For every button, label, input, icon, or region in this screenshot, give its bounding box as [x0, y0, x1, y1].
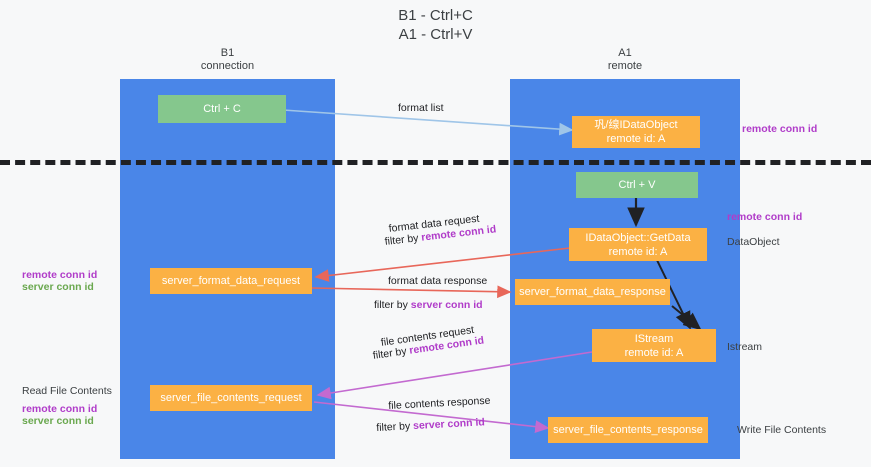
page-title: B1 - Ctrl+C A1 - Ctrl+V — [398, 7, 473, 43]
label-left-remote-conn-id: remote conn id — [22, 269, 98, 281]
arrow-label-file-contents-response-filter: filter by server conn id — [376, 415, 485, 435]
arrow-label-file-contents-response: file contents response — [388, 394, 491, 412]
box-istream[interactable]: IStream remote id: A — [592, 329, 716, 362]
arrow-label-format-list: format list — [398, 102, 444, 114]
box-server-format-data-request[interactable]: server_format_data_request — [150, 268, 312, 294]
label-remote-conn-id-mid: remote conn id — [727, 211, 803, 223]
filter-prefix: filter by — [384, 231, 423, 248]
filter-value: server conn id — [412, 416, 486, 433]
phase-divider — [0, 160, 871, 165]
box-ctrl-c[interactable]: Ctrl + C — [158, 95, 286, 123]
filter-prefix: filter by — [376, 420, 414, 434]
lane-header-b1: B1 connection — [200, 47, 255, 72]
box-server-file-contents-response[interactable]: server_file_contents_response — [548, 417, 708, 443]
box-ctrl-v[interactable]: Ctrl + V — [576, 172, 698, 198]
label-remote-conn-id-top: remote conn id — [742, 123, 818, 135]
box-getdata[interactable]: IDataObject::GetData remote id: A — [569, 228, 707, 261]
label-left-server-conn-id-2: server conn id — [22, 415, 94, 427]
label-dataobject: DataObject — [727, 236, 780, 248]
box-server-file-contents-request[interactable]: server_file_contents_request — [150, 385, 312, 411]
label-left-server-conn-id: server conn id — [22, 281, 94, 293]
lane-header-a1: A1 remote — [607, 47, 643, 72]
filter-prefix: filter by — [374, 299, 411, 311]
box-idataobject[interactable]: 巩/缐IDataObject remote id: A — [572, 116, 700, 148]
arrow-label-format-data-response: format data response — [388, 275, 488, 287]
label-istream: Istream — [727, 341, 763, 353]
filter-value: server conn id — [410, 299, 483, 311]
label-write-file-contents: Write File Contents — [737, 424, 827, 436]
label-read-file-contents: Read File Contents — [22, 385, 112, 397]
filter-prefix: filter by — [372, 344, 411, 362]
box-server-format-data-response[interactable]: server_format_data_response — [515, 279, 670, 305]
arrow-label-format-data-response-filter: filter by server conn id — [374, 298, 483, 312]
label-left-remote-conn-id-2: remote conn id — [22, 403, 98, 415]
